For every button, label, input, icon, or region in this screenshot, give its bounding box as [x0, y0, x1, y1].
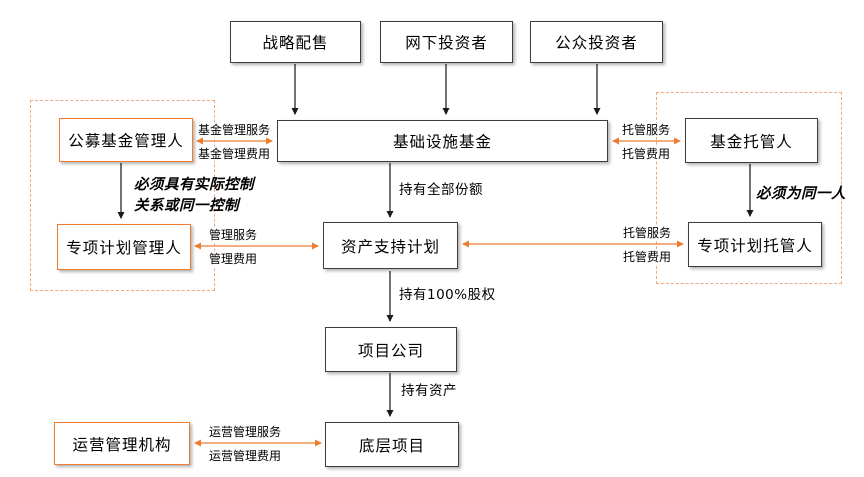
edge-label-fund-mgmt-fee: 基金管理费用: [196, 147, 272, 161]
node-spv-plan-custodian: 专项计划托管人: [688, 222, 822, 267]
node-spv-plan-manager: 专项计划管理人: [57, 224, 191, 270]
edge-label-op-mgmt-fee: 运营管理费用: [207, 449, 283, 463]
edge-label-custody-fee-abs: 托管费用: [621, 250, 673, 264]
edge-label-custody-fee-fund: 托管费用: [620, 147, 672, 161]
node-offline-investors: 网下投资者: [380, 21, 513, 63]
edge-label-hold-assets: 持有资产: [401, 383, 457, 399]
edge-label-custody-service-fund: 托管服务: [620, 123, 672, 137]
custodian-group-outline: [656, 92, 842, 284]
annotation-control-relation: 必须具有实际控制 关系或同一控制: [134, 175, 254, 217]
node-underlying-project: 底层项目: [325, 422, 459, 467]
annotation-same-person: 必须为同一人: [756, 186, 846, 202]
edge-label-hold-100-equity: 持有100%股权: [399, 287, 496, 303]
node-abs-plan: 资产支持计划: [323, 222, 458, 269]
edge-label-mgmt-fee: 管理费用: [207, 252, 259, 266]
annotation-control-relation-line1: 必须具有实际控制: [134, 177, 254, 193]
edge-label-hold-all-shares: 持有全部份额: [399, 182, 483, 198]
node-project-company: 项目公司: [325, 327, 457, 372]
manager-group-outline: [30, 100, 215, 291]
annotation-control-relation-line2: 关系或同一控制: [134, 198, 239, 215]
node-operation-manager: 运营管理机构: [54, 422, 190, 465]
node-strategic-placement: 战略配售: [230, 21, 361, 63]
node-infrastructure-fund: 基础设施基金: [277, 120, 608, 162]
edge-label-op-mgmt-service: 运营管理服务: [207, 425, 283, 439]
node-public-fund-manager: 公募基金管理人: [59, 118, 193, 162]
node-fund-custodian: 基金托管人: [685, 118, 818, 163]
node-public-investors: 公众投资者: [530, 21, 663, 63]
edge-label-mgmt-service: 管理服务: [207, 228, 259, 242]
edge-label-fund-mgmt-service: 基金管理服务: [196, 123, 272, 137]
edge-label-custody-service-abs: 托管服务: [621, 226, 673, 240]
